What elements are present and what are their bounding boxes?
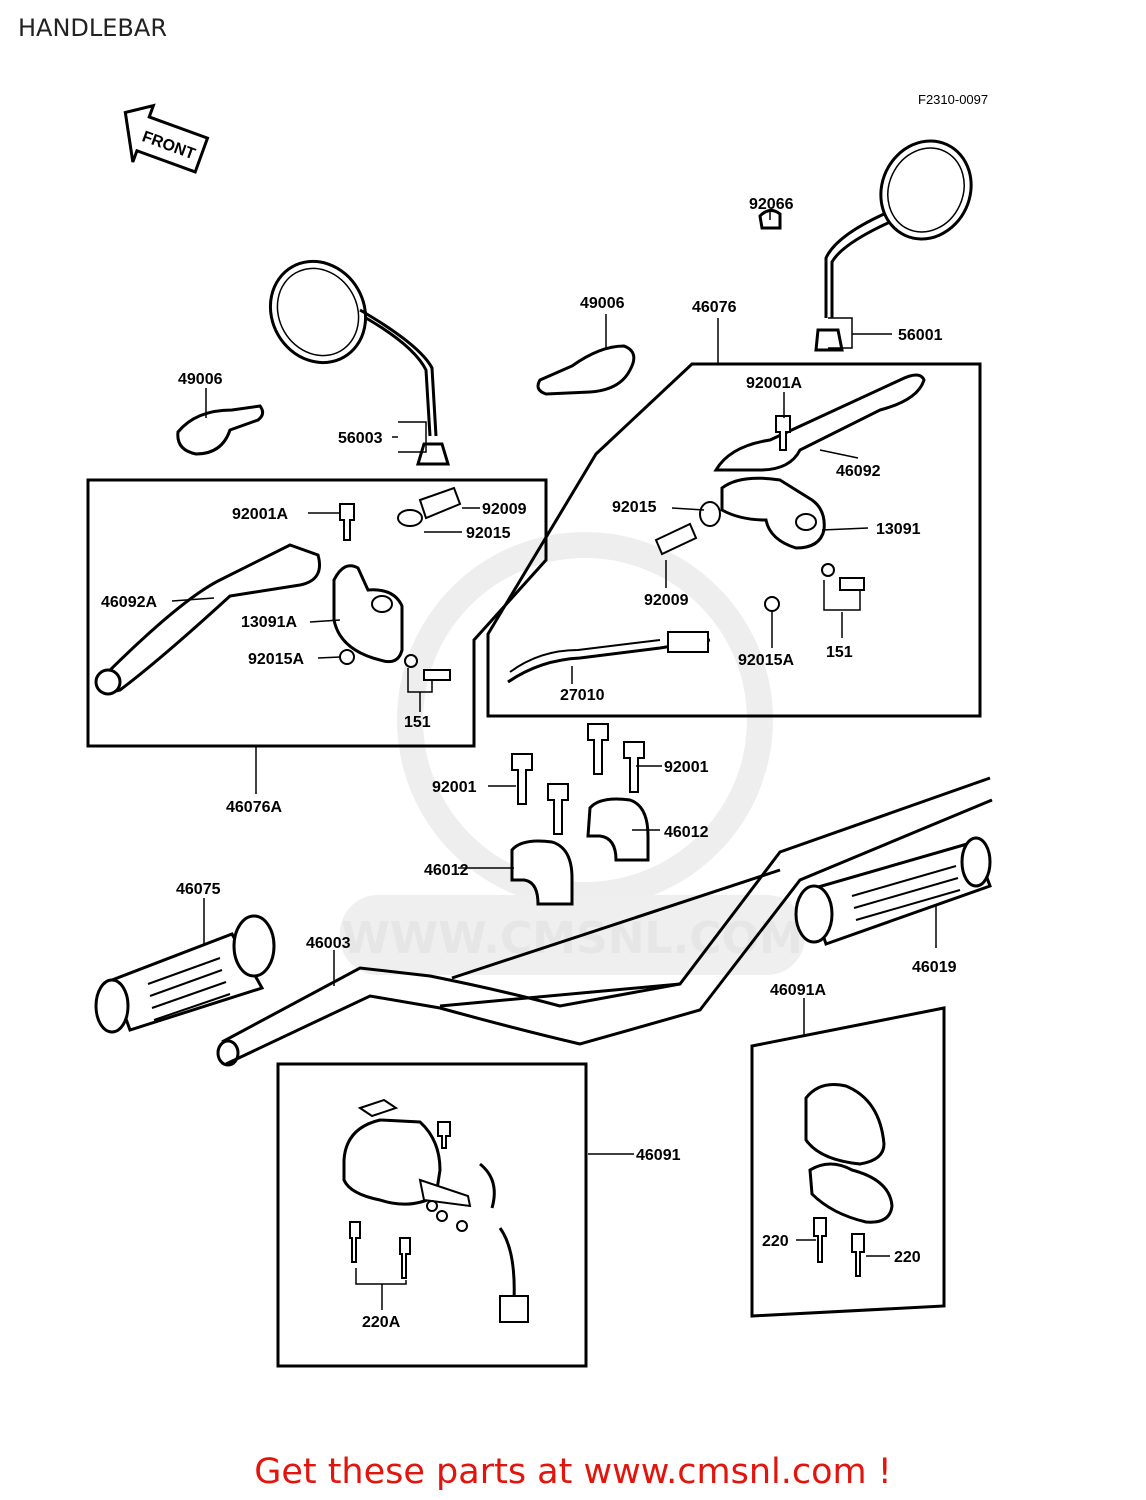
label-46076: 46076 <box>692 299 737 316</box>
label-92015A-left: 92015A <box>248 651 304 668</box>
label-13091: 13091 <box>876 521 921 538</box>
label-49006-right: 49006 <box>580 295 625 312</box>
label-46075: 46075 <box>176 881 221 898</box>
label-220-left: 220 <box>762 1233 789 1250</box>
label-92001A-left: 92001A <box>232 506 288 523</box>
left-mirror <box>268 259 451 466</box>
label-46076A: 46076A <box>226 799 282 816</box>
label-92066: 92066 <box>749 196 794 213</box>
right-grip <box>794 836 992 946</box>
watermark: WWW.CMSNL.COM <box>340 532 805 975</box>
leader-lines <box>171 212 937 1310</box>
label-92015-left: 92015 <box>466 525 511 542</box>
label-151-right: 151 <box>826 644 853 661</box>
right-switch-box <box>750 1006 946 1318</box>
label-92015-right: 92015 <box>612 499 657 516</box>
label-46003: 46003 <box>306 935 351 952</box>
label-220A: 220A <box>362 1314 401 1331</box>
part-labels: 92066 56001 49006 46076 92001A 46092 920… <box>101 196 957 1331</box>
right-lever-box <box>486 362 982 718</box>
label-46092A: 46092A <box>101 594 157 611</box>
footer-link[interactable]: Get these parts at www.cmsnl.com ! <box>254 1452 892 1492</box>
label-46091A: 46091A <box>770 982 826 999</box>
label-92009-left: 92009 <box>482 501 527 518</box>
label-46012-right: 46012 <box>664 824 709 841</box>
left-switch-box <box>276 1062 588 1368</box>
front-arrow-icon: FRONT <box>123 103 210 174</box>
right-grip-cover <box>536 344 636 396</box>
label-220-right: 220 <box>894 1249 921 1266</box>
label-13091A: 13091A <box>241 614 297 631</box>
label-49006-left: 49006 <box>178 371 223 388</box>
label-92009-right: 92009 <box>644 592 689 609</box>
label-46092: 46092 <box>836 463 881 480</box>
figure-code: F2310-0097 <box>918 92 988 107</box>
right-mirror <box>814 139 973 352</box>
label-92001-left: 92001 <box>432 779 477 796</box>
label-27010: 27010 <box>560 687 605 704</box>
label-56003: 56003 <box>338 430 383 447</box>
label-92015A-right: 92015A <box>738 652 794 669</box>
label-46012-left: 46012 <box>424 862 469 879</box>
handlebar-clamps <box>510 797 650 906</box>
label-92001-right: 92001 <box>664 759 709 776</box>
label-151-left: 151 <box>404 714 431 731</box>
clamp-bolts <box>511 723 645 835</box>
left-lever-box <box>86 478 548 748</box>
label-46019: 46019 <box>912 959 957 976</box>
left-grip <box>94 914 276 1034</box>
handlebar-tube <box>216 776 993 1067</box>
left-grip-cover <box>176 404 265 456</box>
label-46091: 46091 <box>636 1147 681 1164</box>
page-title: HANDLEBAR <box>18 14 167 42</box>
label-92001A-right: 92001A <box>746 375 802 392</box>
label-56001: 56001 <box>898 327 943 344</box>
